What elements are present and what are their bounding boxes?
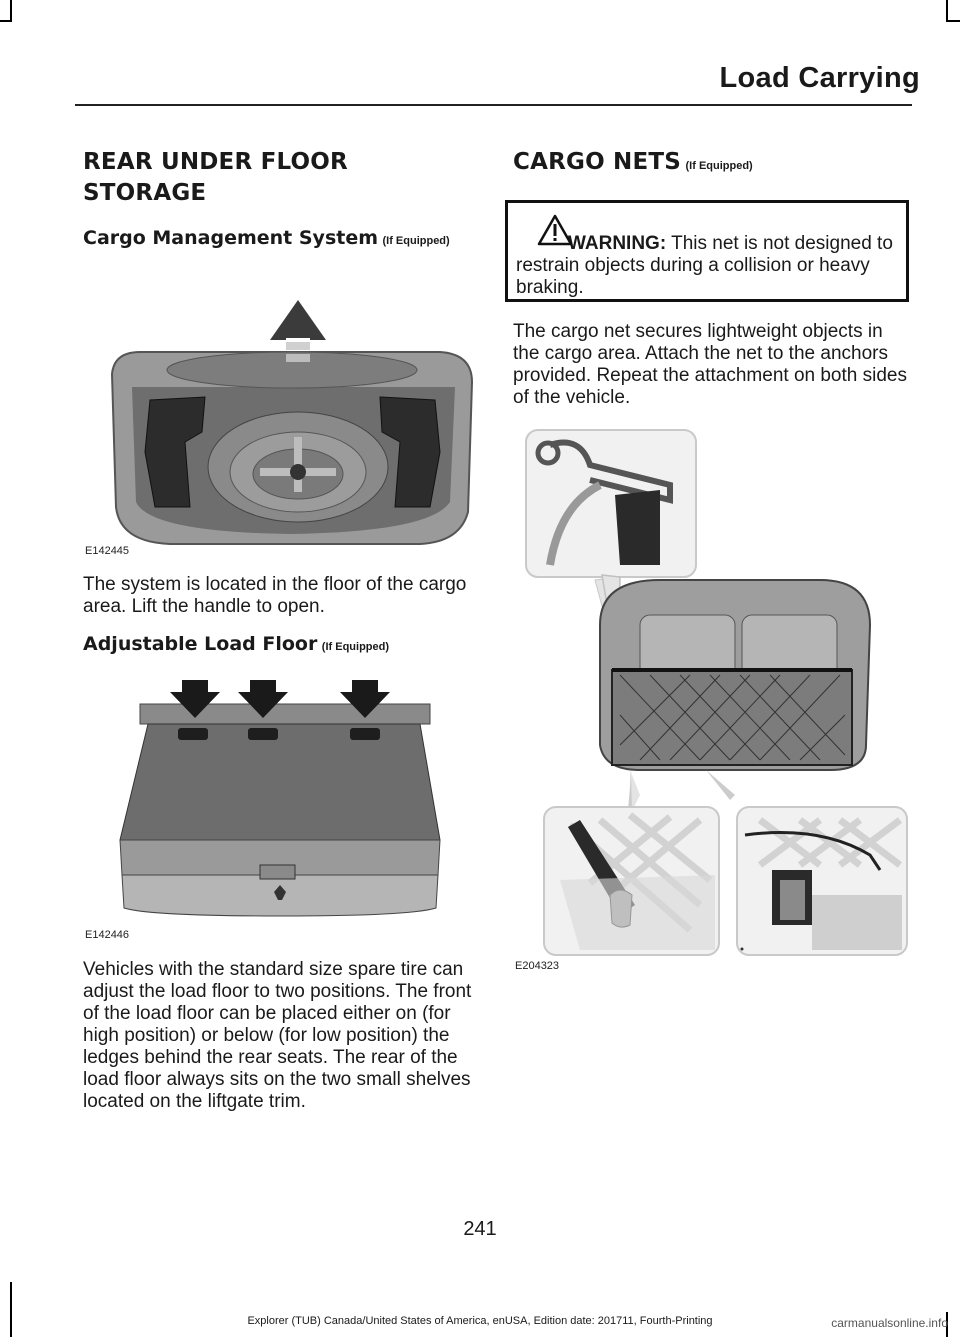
subheading-cargo-management: Cargo Management System (If Equipped) — [83, 224, 463, 255]
crop-mark — [10, 0, 12, 22]
crop-mark — [0, 20, 12, 22]
crop-mark — [946, 0, 948, 22]
warning-text: This net is not designed to restrain obj… — [516, 233, 893, 298]
warning-triangle-icon — [537, 214, 573, 246]
warning-label: WARNING: — [568, 233, 667, 254]
paragraph: Vehicles with the standard size spare ti… — [83, 959, 472, 1112]
cargo-net-illustration — [525, 429, 908, 956]
page-number: 241 — [463, 1218, 497, 1240]
if-equipped-note: (If Equipped) — [321, 641, 390, 653]
if-equipped-note: (If Equipped) — [685, 160, 753, 172]
watermark: carmanualsonline.info — [831, 1316, 948, 1330]
figure-code: E142446 — [85, 929, 130, 941]
crop-mark — [946, 1312, 948, 1337]
figure-code: E142445 — [85, 545, 130, 557]
subheading-adjustable-floor: Adjustable Load Floor (If Equipped) — [83, 630, 483, 661]
crop-mark — [946, 20, 960, 22]
subheading-text: Adjustable Load Floor — [83, 633, 318, 655]
load-floor-illustration — [119, 680, 441, 917]
edition-line: Explorer (TUB) Canada/United States of A… — [247, 1315, 713, 1327]
section-title-rear-storage: REAR UNDER FLOOR STORAGE — [83, 149, 348, 206]
paragraph: The cargo net secures lightweight object… — [513, 321, 907, 408]
if-equipped-note: (If Equipped) — [382, 235, 450, 247]
warning-box: WARNING: This net is not designed to res… — [505, 200, 909, 302]
header-rule — [75, 104, 912, 106]
section-title-cargo-nets: CARGO NETS (If Equipped) — [513, 147, 913, 182]
cargo-management-illustration — [110, 300, 474, 545]
crop-mark — [10, 1282, 12, 1337]
section-title-text: CARGO NETS — [513, 149, 682, 175]
paragraph: The system is located in the floor of th… — [83, 574, 467, 617]
subheading-text: Cargo Management System — [83, 227, 379, 249]
figure-code: E204323 — [515, 960, 560, 972]
page-header-title: Load Carrying — [719, 62, 920, 94]
